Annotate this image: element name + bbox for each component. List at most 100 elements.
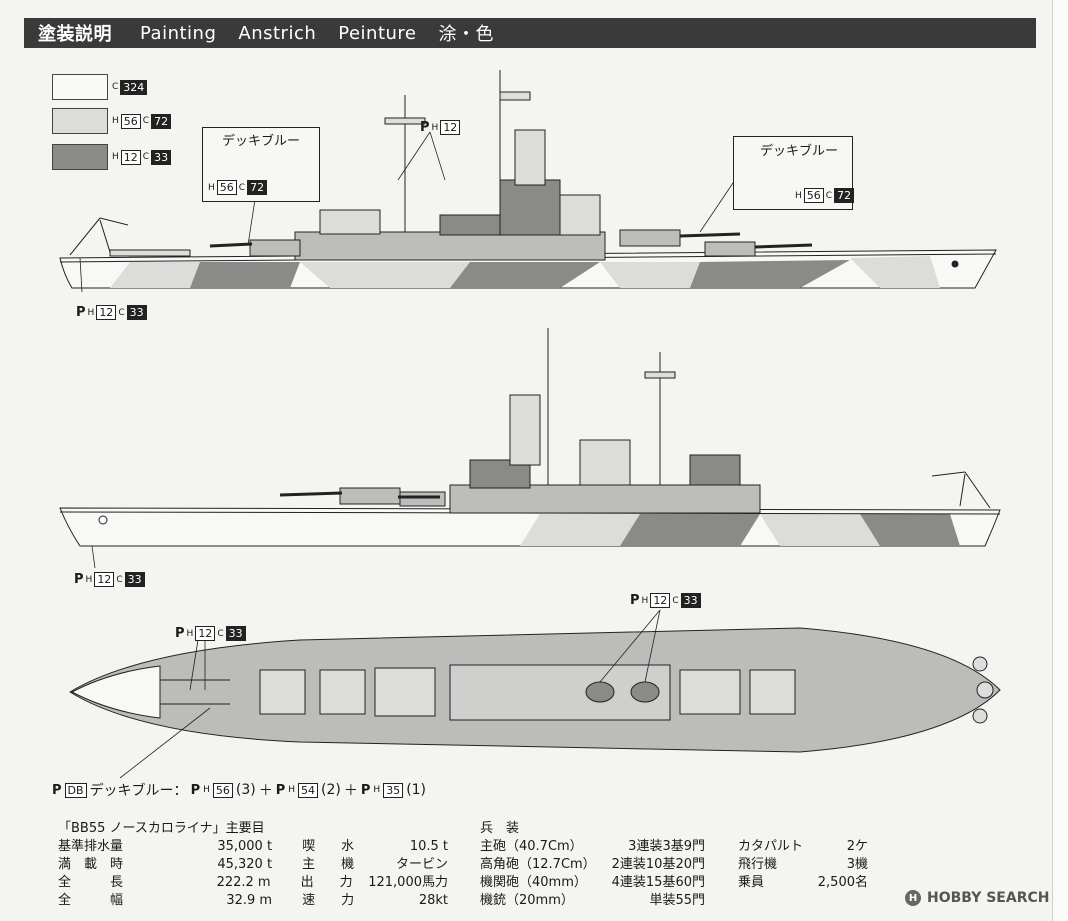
code-prefix: H [186,628,194,639]
deck-blue-codes-right: H 56 C 72 [795,188,855,203]
spec-label: 速 力 [302,893,355,908]
hull1-paint-code: P H 12 C 33 [76,305,147,320]
deck-blue-mix-label: デッキブルー： [89,783,188,799]
deck-blue-codes-left: H 56 C 72 [208,180,268,195]
swatch-light-gray [52,108,108,134]
code-prefix: C [238,182,246,193]
title-de: Anstrich [238,22,317,44]
header-bar: 塗装説明 Painting Anstrich Peinture 涂・色 [24,18,1036,48]
code-prefix: H [112,116,119,126]
deck-blue-label-right: デッキブルー [760,140,838,159]
watermark-text: HOBBY SEARCH [927,890,1050,906]
legend-code: H 12 C 33 [112,149,172,165]
specs-row: 満 載 時 45,320 t 主 機 タービン [58,856,448,874]
scan-edge [1052,0,1068,921]
code-prefix: P [52,782,62,798]
armament-value: 2連装10基20門 [611,857,705,872]
legend-code: C 324 [112,79,148,95]
code-prefix: C [825,190,833,201]
misc-table: カタパルト 2ケ 飛行機 3機 乗員 2,500名 [738,838,868,892]
code-prefix: H [288,785,296,795]
code-number: DB [64,782,87,798]
misc-value: 2ケ [846,839,868,854]
spec-label: 満 載 時 [58,857,124,872]
code-number: 54 [298,782,319,798]
code-number: 72 [151,113,172,129]
mix-parts: (1) [406,782,427,798]
spec-value: 10.5 t [409,839,449,854]
armament-row: 主砲（40.7Cm） 3連装3基9門 [480,838,710,856]
code-prefix: H [87,307,95,318]
misc-row: カタパルト 2ケ [738,838,868,856]
code-number: 33 [151,149,172,165]
deck-blue-text: デッキブルー [222,134,301,149]
armament-value: 4連装15基60門 [611,875,705,890]
spec-value: タービン [396,857,449,872]
code-prefix: C [116,574,123,585]
armament-name: 主砲（40.7Cm） [480,839,583,854]
code-prefix: C [112,82,119,92]
specs-table: 「BB55 ノースカロライナ」主要目 基準排水量 35,000 t 喫 水 10… [58,820,448,910]
code-number: 12 [120,149,141,165]
misc-name: 乗員 [738,875,765,890]
armament-name: 高角砲（12.7Cm） [480,857,596,872]
armament-name: 機関砲（40mm） [480,875,587,890]
mast-paint-code: P H 12 [420,120,461,135]
specs-row: 全 長 222.2 m 出 力 121,000馬力 [58,874,448,892]
code-number: 35 [383,782,404,798]
mix-parts: (3) [235,782,256,798]
code-number: 72 [834,188,855,203]
code-number: 12 [650,593,671,608]
code-prefix: P [275,782,286,798]
code-prefix: H [85,574,93,585]
watermark: H HOBBY SEARCH [905,890,1049,906]
spec-value: 28kt [418,893,449,908]
code-number: 56 [120,113,141,129]
misc-row: 飛行機 3機 [738,856,868,874]
code-number: 12 [440,120,461,135]
armament-value: 3連装3基9門 [628,839,705,854]
code-number: 324 [120,79,148,95]
code-prefix: P [76,305,86,320]
deck-blue-text: デッキブルー [760,144,839,159]
spec-label: 全 幅 [58,893,124,908]
code-prefix: H [431,122,439,133]
code-prefix: P [74,572,84,587]
code-prefix: P [190,782,201,798]
deck-blue-label-left: デッキブルー [222,130,300,149]
code-number: 56 [803,188,824,203]
code-number: 56 [212,782,233,798]
code-number: 12 [96,305,117,320]
spec-label: 基準排水量 [58,839,124,854]
specs-row: 全 幅 32.9 m 速 力 28kt [58,892,448,910]
code-prefix: C [142,116,150,126]
spec-value: 121,000馬力 [368,875,448,890]
code-prefix: H [641,595,649,606]
legend-row-white: C 324 [52,74,148,100]
armament-row: 高角砲（12.7Cm） 2連装10基20門 [480,856,710,874]
title-jp: 塗装説明 [38,24,112,45]
code-prefix: H [112,152,119,162]
hull2-paint-code: P H 12 C 33 [74,572,145,587]
code-prefix: P [175,626,185,641]
spec-value: 35,000 t [217,839,273,854]
specs-row: 基準排水量 35,000 t 喫 水 10.5 t [58,838,448,856]
code-prefix: H [208,182,215,193]
deck-top-paint-code: P H 12 C 33 [630,593,701,608]
code-prefix: H [203,785,210,795]
deck-catapult-paint-code: P H 12 C 33 [175,626,246,641]
title-fr: Peinture [338,22,417,44]
code-number: 12 [195,626,216,641]
misc-value: 3機 [846,857,868,872]
code-prefix: C [672,595,679,606]
code-number: 33 [225,626,246,641]
armament-row: 機銃（20mm） 単装55門 [480,892,710,910]
code-prefix: C [217,628,224,639]
armament-table: 兵 装 主砲（40.7Cm） 3連装3基9門 高角砲（12.7Cm） 2連装10… [480,820,710,910]
spec-label: 喫 水 [302,839,355,854]
title-en: Painting [140,22,217,44]
armament-value: 単装55門 [649,893,705,908]
legend-code: H 56 C 72 [112,113,172,129]
code-number: 12 [94,572,115,587]
